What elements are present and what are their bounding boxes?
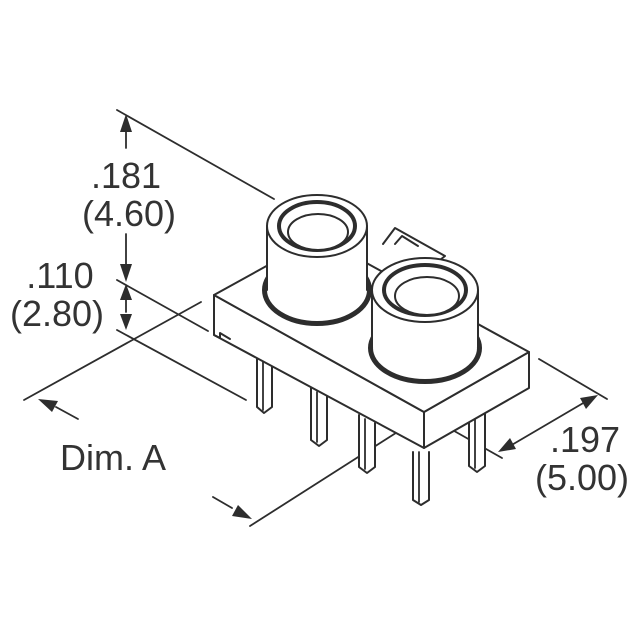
dim-length-label: Dim. A (60, 437, 167, 478)
pin-4 (412, 451, 430, 506)
dim-base-mm: (2.80) (9, 293, 105, 334)
dim-base-inch: .110 (26, 255, 94, 296)
right-barrel (368, 257, 482, 384)
dimension-lines (23, 109, 608, 527)
left-barrel (262, 194, 372, 326)
pin-2 (310, 387, 328, 447)
pins (256, 354, 486, 506)
dim-height-inch: .181 (90, 155, 162, 196)
dim-depth-mm: (5.00) (534, 457, 630, 498)
dim-height-mm: (4.60) (81, 193, 177, 234)
pin-5 (468, 413, 486, 473)
pin-1 (256, 354, 273, 414)
dim-depth-inch: .197 (549, 419, 621, 460)
pin-3 (358, 414, 376, 474)
